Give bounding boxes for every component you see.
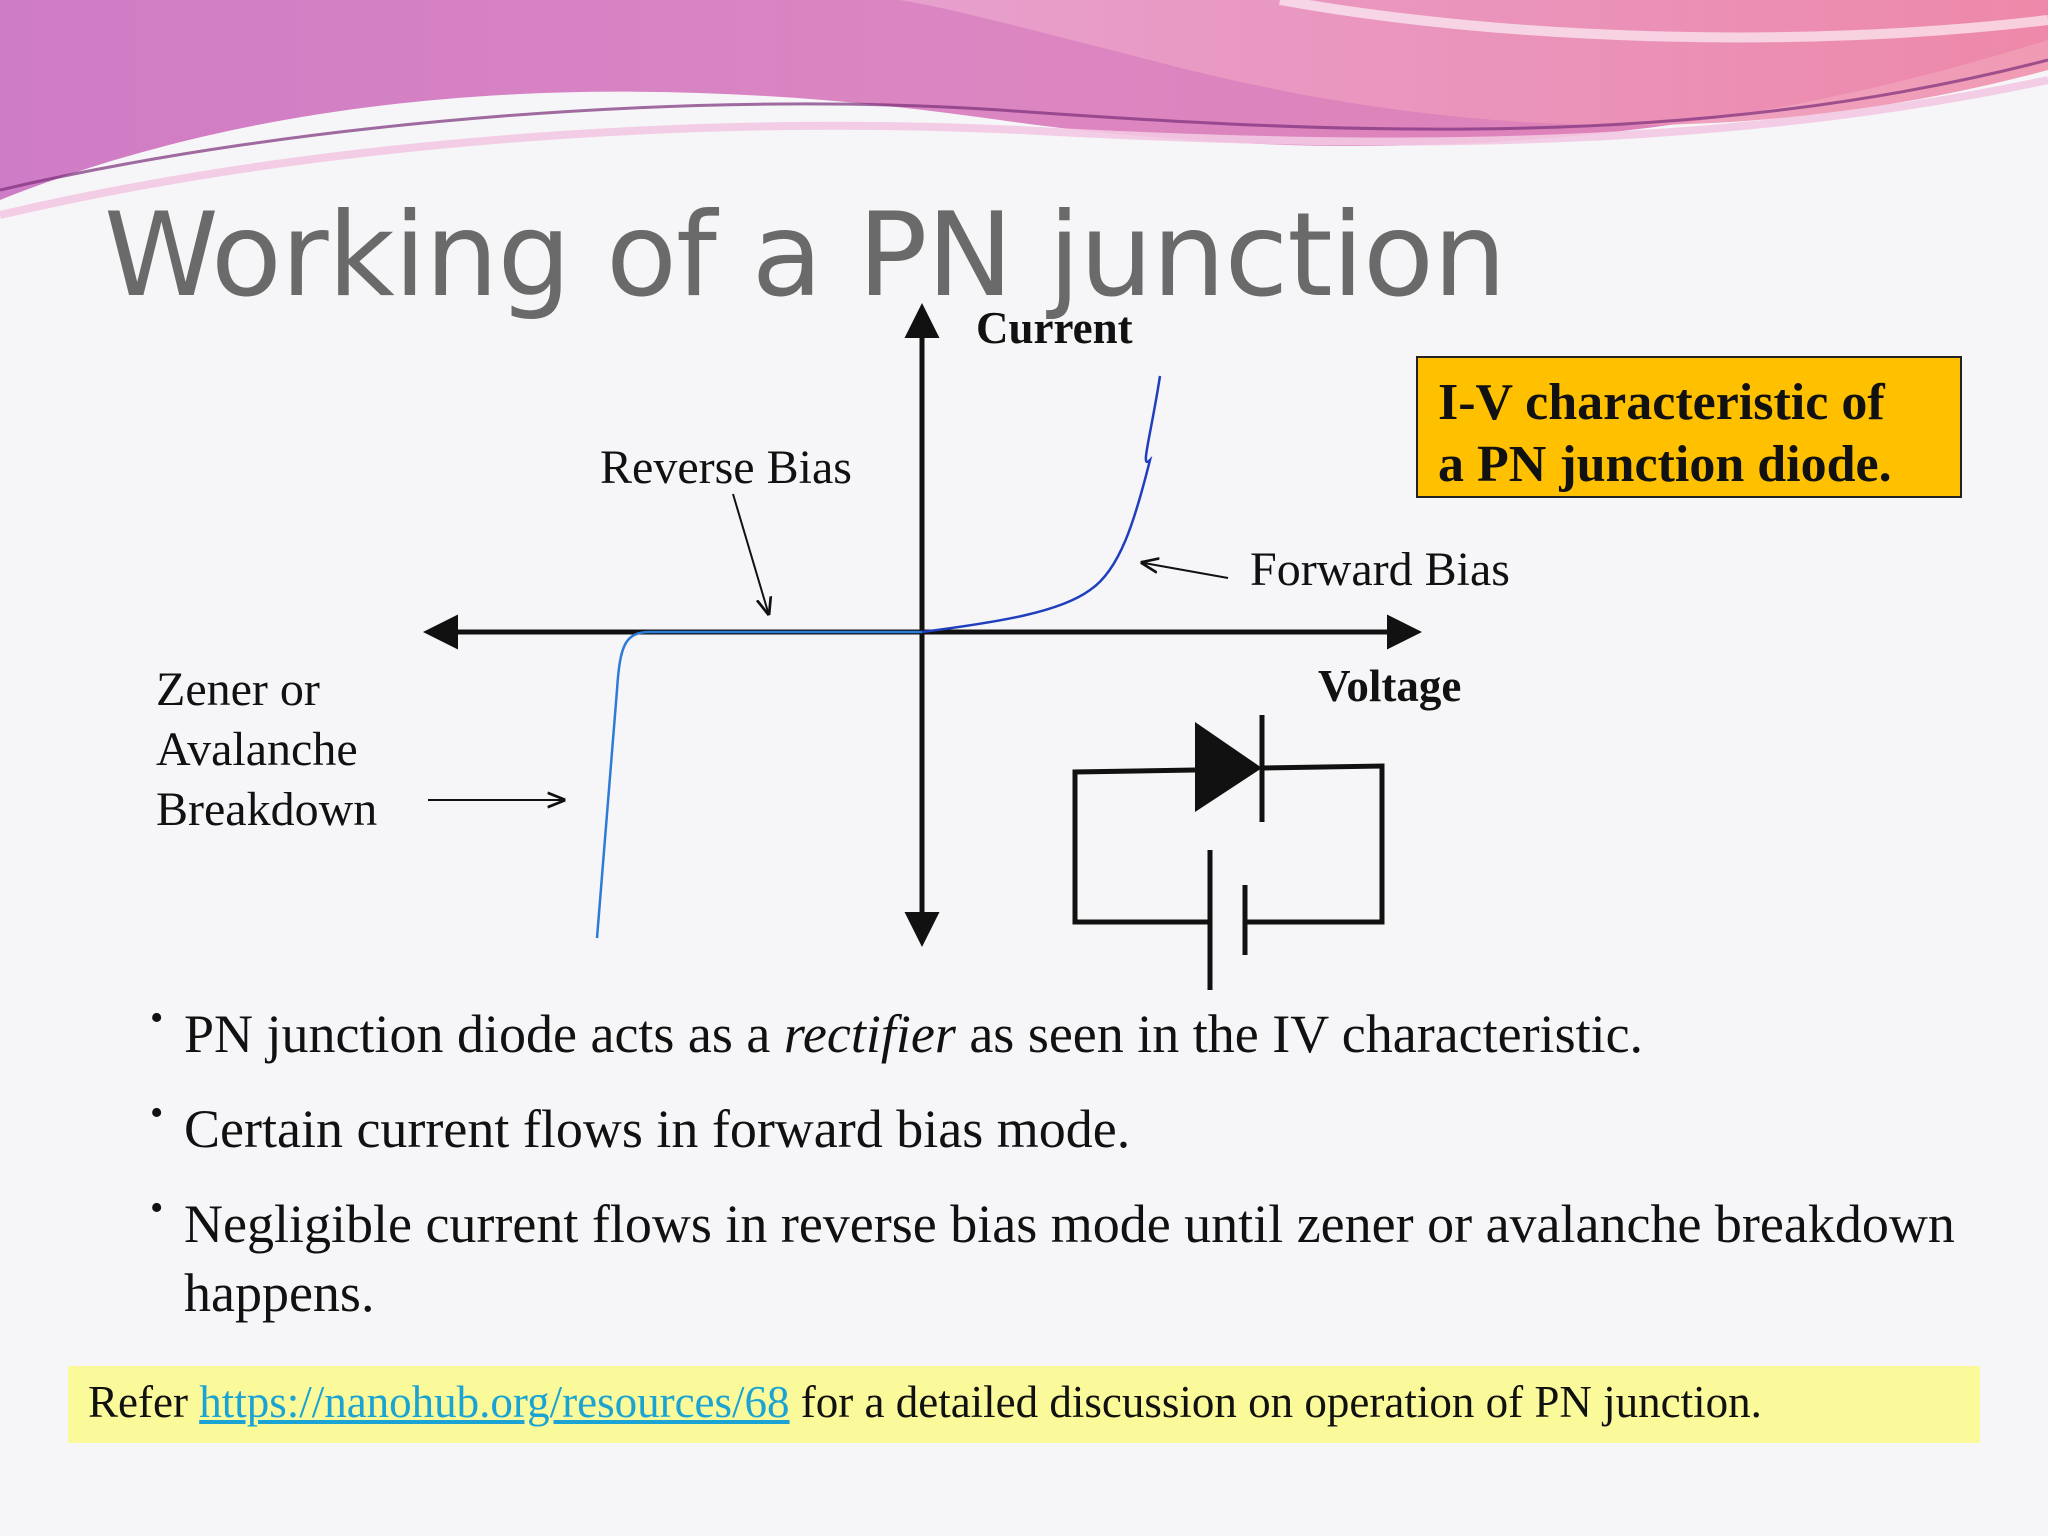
bullet-list: PN junction diode acts as a rectifier as… [150,994,2010,1354]
reverse-bias-arrow [732,493,768,612]
forward-bias-curve [921,375,1162,634]
forward-bias-label: Forward Bias [1250,543,1510,596]
reference-suffix: for a detailed discussion on operation o… [789,1377,1762,1427]
current-axis-label: Current [976,303,1133,353]
bullet-text: PN junction diode acts as a [184,1004,784,1064]
diode-circuit [1072,715,1385,990]
breakdown-label-line: Zener or [156,663,320,716]
breakdown-label-line: Avalanche [156,723,358,776]
iv-callout-box: I-V characteristic of a PN junction diod… [1416,356,1962,498]
reverse-bias-label: Reverse Bias [600,441,852,494]
reverse-bias-curve [595,630,922,939]
iv-characteristic-diagram [423,303,1422,990]
reference-link[interactable]: https://nanohub.org/resources/68 [199,1377,790,1427]
breakdown-label: Zener or Avalanche Breakdown [156,660,377,840]
reference-text: Refer https://nanohub.org/resources/68 f… [88,1376,1762,1428]
bullet-emphasis: rectifier [783,1004,956,1064]
bullet-text: as seen in the IV characteristic. [955,1004,1644,1064]
bullet-item: PN junction diode acts as a rectifier as… [150,994,2010,1069]
voltage-axis-label: Voltage [1318,661,1462,711]
slide-title: Working of a PN junction [104,188,1506,323]
reference-bar: Refer https://nanohub.org/resources/68 f… [68,1366,1980,1443]
bullet-item: Certain current flows in forward bias mo… [150,1089,2010,1164]
callout-line: I-V characteristic of [1438,374,1885,431]
reference-prefix: Refer [88,1377,200,1427]
forward-bias-arrow [1144,563,1229,579]
callout-line: a PN junction diode. [1438,436,1892,494]
bullet-item: Negligible current flows in reverse bias… [150,1184,2010,1328]
breakdown-label-line: Breakdown [156,783,378,836]
header-decoration [0,0,2048,219]
diode-symbol [1195,722,1262,812]
